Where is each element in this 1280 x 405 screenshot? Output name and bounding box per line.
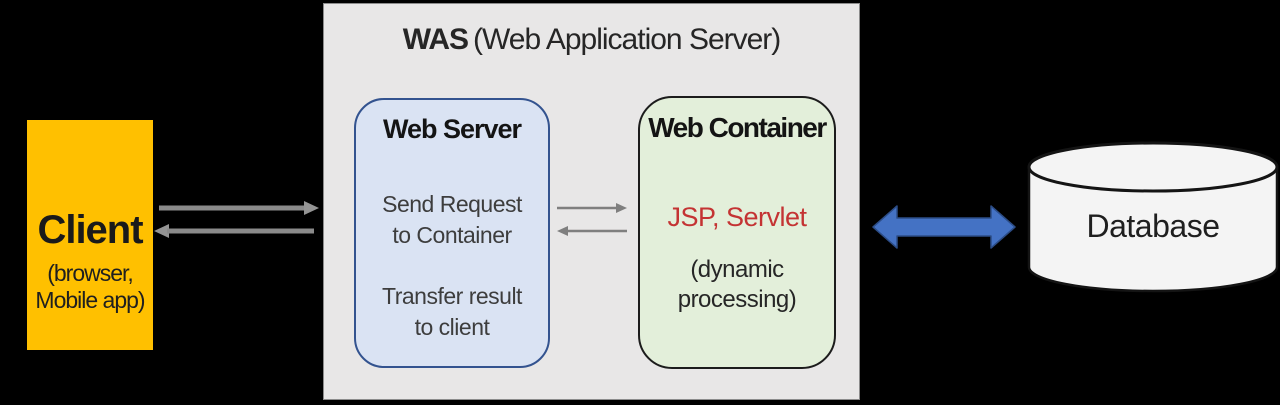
web-server-line3: Transfer result [382, 283, 522, 309]
web-server-box: Web Server Send Request to Container Tra… [354, 98, 550, 368]
was-title-full: (Web Application Server) [473, 23, 781, 56]
was-panel: WAS(Web Application Server) Web Server S… [323, 3, 860, 400]
client-subtitle: (browser, Mobile app) [35, 260, 145, 314]
web-container-note: (dynamic processing) [640, 255, 834, 315]
client-request-arrow-icon [159, 201, 319, 215]
web-container-tech: JSP, Servlet [667, 202, 807, 232]
web-server-description: Send Request to Container Transfer resul… [356, 189, 548, 343]
web-container-box: Web Container JSP, Servlet (dynamic proc… [638, 96, 836, 369]
web-server-line2: to Container [392, 222, 512, 248]
container-to-server-arrow-icon [557, 226, 627, 236]
web-server-title: Web Server [382, 114, 522, 144]
web-server-line1: Send Request [382, 191, 522, 217]
client-box: Client (browser, Mobile app) [27, 120, 153, 350]
web-container-note-line1: (dynamic [690, 256, 784, 283]
client-subtitle-line1: (browser, [47, 260, 134, 286]
web-container-title: Web Container [648, 112, 827, 143]
was-title: WAS(Web Application Server) [324, 23, 859, 57]
client-title: Client [37, 208, 143, 252]
server-to-container-arrow-icon [557, 203, 627, 213]
client-subtitle-line2: Mobile app) [35, 287, 145, 313]
database-cylinder-icon [1027, 141, 1279, 293]
web-container-note-line2: processing) [677, 286, 797, 313]
was-title-acronym: WAS [402, 23, 469, 56]
database-label: Database [1086, 208, 1220, 244]
was-database-arrow-icon [872, 205, 1016, 249]
client-response-arrow-icon [154, 224, 314, 238]
web-server-line4: to client [414, 314, 490, 340]
